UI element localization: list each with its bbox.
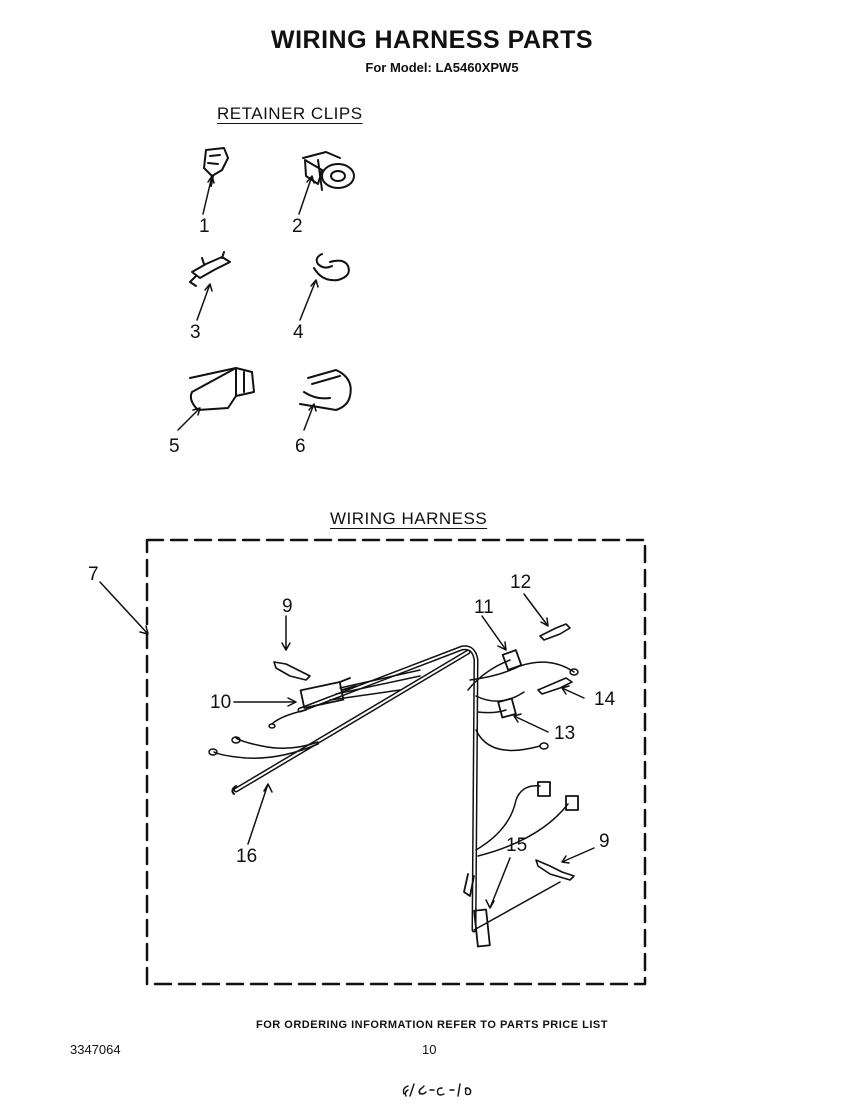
harness-trunk-drawing [231,645,479,933]
callout-13: 13 [554,723,576,744]
retainer-clip-3-drawing [189,251,231,287]
callout-11: 11 [474,597,494,618]
retainer-clips-heading: RETAINER CLIPS [217,104,363,123]
callout-4: 4 [293,322,304,343]
callout-3: 3 [190,322,201,343]
ordering-info-footer: FOR ORDERING INFORMATION REFER TO PARTS … [256,1019,608,1031]
handwritten-mark [402,1083,472,1097]
callout-9-top: 9 [282,596,293,617]
harness-terminals [273,623,575,881]
callout-7: 7 [88,564,99,585]
callout-14: 14 [594,689,616,710]
callout-6: 6 [295,436,306,457]
callout-15: 15 [506,835,528,856]
document-number: 3347064 [70,1042,121,1057]
clip-leader-arrows [177,175,319,431]
callout-10: 10 [210,692,232,713]
harness-leader-arrows [233,593,595,909]
retainer-clip-6-drawing [299,369,352,411]
page-title: WIRING HARNESS PARTS [270,26,594,54]
callout-12: 12 [510,572,532,593]
wiring-harness-heading: WIRING HARNESS [330,509,488,528]
retainer-clip-2-drawing [302,151,355,191]
leader-7 [99,581,149,635]
harness-dashed-border [145,538,647,986]
harness-connectors [299,649,579,948]
retainer-clip-1-drawing [203,147,229,187]
callout-2: 2 [292,216,303,237]
callout-5: 5 [169,436,180,457]
retainer-clip-4-drawing [313,253,350,282]
callout-1: 1 [199,216,210,237]
page-number: 10 [422,1042,437,1057]
callout-16: 16 [236,846,258,867]
retainer-clip-5-drawing [189,367,255,411]
callout-9-right: 9 [599,831,610,852]
model-subtitle: For Model: LA5460XPW5 [365,60,519,75]
